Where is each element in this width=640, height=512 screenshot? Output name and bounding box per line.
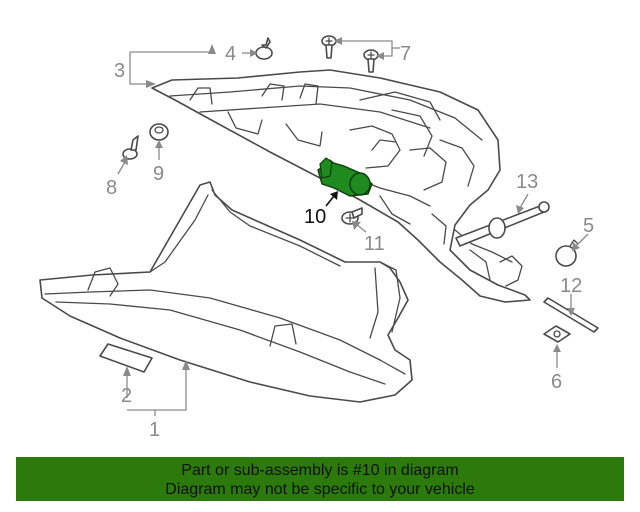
screw-part-7-b xyxy=(363,49,379,73)
bolt-part-8 xyxy=(122,135,139,160)
leader-lines xyxy=(117,37,589,416)
rod-part-13 xyxy=(455,201,550,247)
callout-11: 11 xyxy=(364,233,385,255)
banner-line-1: Part or sub-assembly is #10 in diagram xyxy=(181,462,459,479)
screw-part-11 xyxy=(341,207,363,225)
label-plate xyxy=(99,343,153,373)
callout-6: 6 xyxy=(551,371,562,393)
knob-part-5 xyxy=(555,239,579,267)
callout-10: 10 xyxy=(304,206,326,228)
callout-7: 7 xyxy=(400,43,411,65)
glove-box-door xyxy=(39,181,413,403)
clip-nut-part-6 xyxy=(543,325,571,343)
parts-diagram: 1 2 3 4 5 6 7 8 9 10 11 12 13 xyxy=(39,35,599,441)
push-pin-part-4 xyxy=(255,37,273,60)
callout-12: 12 xyxy=(560,275,582,297)
banner-line-2: Diagram may not be specific to your vehi… xyxy=(165,481,475,498)
callout-13: 13 xyxy=(516,171,538,193)
screw-part-7-a xyxy=(321,35,337,59)
callout-4: 4 xyxy=(225,43,236,65)
callout-1: 1 xyxy=(149,419,160,441)
callout-labels: 1 2 3 4 5 6 7 8 9 10 11 12 13 xyxy=(106,43,594,441)
info-banner: Part or sub-assembly is #10 in diagram D… xyxy=(16,457,624,501)
callout-5: 5 xyxy=(583,215,594,237)
callout-2: 2 xyxy=(121,385,132,407)
callout-8: 8 xyxy=(106,177,117,199)
callout-9: 9 xyxy=(153,163,164,185)
bumper-part-9 xyxy=(149,123,169,141)
damper-part-10-highlighted xyxy=(317,157,373,197)
callout-3: 3 xyxy=(114,60,125,82)
